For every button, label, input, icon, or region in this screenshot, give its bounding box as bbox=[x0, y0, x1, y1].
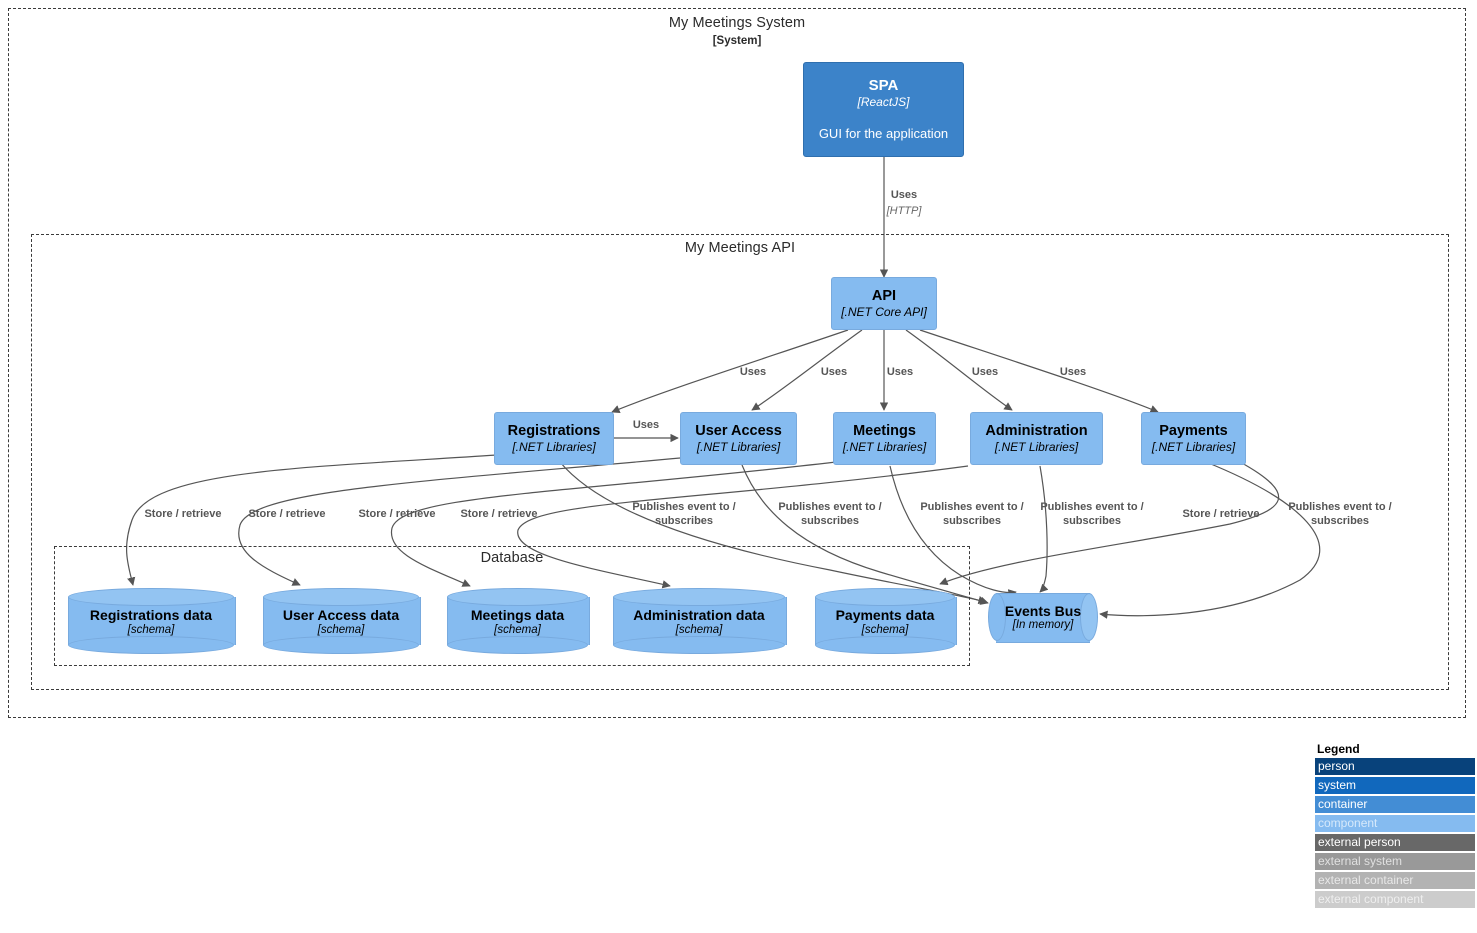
legend-row-external-system: external system bbox=[1315, 853, 1475, 870]
node-registrations-tech: [.NET Libraries] bbox=[512, 439, 596, 454]
node-user-access-data-name: User Access data bbox=[282, 606, 400, 623]
node-administration-name: Administration bbox=[985, 422, 1088, 439]
boundary-title-system: My Meetings System bbox=[668, 15, 806, 31]
node-meetings-data-name: Meetings data bbox=[470, 606, 565, 623]
node-administration[interactable]: Administration [.NET Libraries] bbox=[970, 412, 1103, 465]
db-label: Meetings data [schema] bbox=[447, 588, 588, 654]
boundary-my-meetings-system: My Meetings System [System] bbox=[8, 8, 1466, 718]
node-api[interactable]: API [.NET Core API] bbox=[831, 277, 937, 330]
legend-row-person: person bbox=[1315, 758, 1475, 775]
db-bottom-ellipse bbox=[263, 636, 419, 654]
boundary-title-api: My Meetings API bbox=[684, 240, 796, 256]
legend-row-label: container bbox=[1318, 797, 1368, 811]
db-top-ellipse bbox=[68, 588, 234, 606]
legend-row-label: external container bbox=[1318, 873, 1414, 887]
node-administration-data-name: Administration data bbox=[633, 606, 765, 623]
queue-body bbox=[996, 593, 1090, 643]
node-user-access[interactable]: User Access [.NET Libraries] bbox=[680, 412, 797, 465]
node-spa-tech: [ReactJS] bbox=[857, 95, 910, 110]
queue-left-cap bbox=[988, 593, 1006, 641]
legend-row-label: external system bbox=[1318, 854, 1403, 868]
node-events-bus[interactable]: Events Bus [In memory] bbox=[988, 593, 1098, 643]
node-payments-name: Payments bbox=[1159, 422, 1228, 439]
node-user-access-data[interactable]: User Access data [schema] bbox=[263, 588, 421, 654]
node-user-access-data-tech: [schema] bbox=[317, 623, 365, 636]
boundary-my-meetings-api: My Meetings API bbox=[31, 234, 1449, 690]
legend-title: Legend bbox=[1317, 742, 1360, 756]
node-events-bus-tech: [In memory] bbox=[1012, 619, 1074, 631]
db-top-ellipse bbox=[263, 588, 419, 606]
db-top-ellipse bbox=[815, 588, 955, 606]
node-user-access-tech: [.NET Libraries] bbox=[696, 439, 781, 454]
legend-rows: person system container component external p… bbox=[1315, 758, 1475, 908]
legend-row-external-container: external container bbox=[1315, 872, 1475, 889]
node-meetings-tech: [.NET Libraries] bbox=[842, 439, 927, 454]
node-payments[interactable]: Payments [.NET Libraries] bbox=[1141, 412, 1246, 465]
legend-row-container: container bbox=[1315, 796, 1475, 813]
db-top-ellipse bbox=[613, 588, 785, 606]
legend-row-label: component bbox=[1318, 816, 1378, 830]
legend-row-external-person: external person bbox=[1315, 834, 1475, 851]
node-events-bus-name: Events Bus bbox=[1004, 603, 1082, 619]
node-administration-data[interactable]: Administration data [schema] bbox=[613, 588, 787, 654]
db-label: Payments data [schema] bbox=[815, 588, 955, 654]
node-spa-description: GUI for the application bbox=[818, 125, 949, 141]
node-administration-data-tech: [schema] bbox=[675, 623, 723, 636]
boundary-subtitle-system: [System] bbox=[712, 35, 762, 47]
legend-row-system: system bbox=[1315, 777, 1475, 794]
node-payments-data[interactable]: Payments data [schema] bbox=[815, 588, 957, 654]
queue-label: Events Bus [In memory] bbox=[988, 593, 1098, 641]
node-meetings-name: Meetings bbox=[853, 422, 916, 439]
legend-row-label: external component bbox=[1318, 892, 1424, 906]
node-api-tech: [.NET Core API] bbox=[841, 304, 927, 319]
boundary-title-database: Database bbox=[480, 550, 544, 566]
node-administration-tech: [.NET Libraries] bbox=[994, 439, 1079, 454]
db-bottom-ellipse bbox=[447, 636, 588, 654]
node-meetings-data-tech: [schema] bbox=[494, 623, 541, 636]
node-spa-name: SPA bbox=[868, 77, 899, 95]
db-top-ellipse bbox=[447, 588, 588, 606]
legend: Legend person system container component ext… bbox=[1315, 742, 1475, 910]
legend-row-external-component: external component bbox=[1315, 891, 1475, 908]
db-bottom-ellipse bbox=[613, 636, 785, 654]
db-bottom-ellipse bbox=[68, 636, 234, 654]
node-payments-tech: [.NET Libraries] bbox=[1151, 439, 1236, 454]
legend-row-label: system bbox=[1318, 778, 1357, 792]
db-label: Administration data [schema] bbox=[613, 588, 785, 654]
legend-row-label: external person bbox=[1318, 835, 1401, 849]
node-registrations[interactable]: Registrations [.NET Libraries] bbox=[494, 412, 614, 465]
db-label: User Access data [schema] bbox=[263, 588, 419, 654]
node-registrations-data[interactable]: Registrations data [schema] bbox=[68, 588, 236, 654]
queue-right-cap bbox=[1080, 593, 1098, 641]
legend-row-label: person bbox=[1318, 759, 1355, 773]
node-payments-data-name: Payments data bbox=[835, 606, 935, 623]
node-user-access-name: User Access bbox=[695, 422, 782, 439]
node-spa[interactable]: SPA [ReactJS] GUI for the application bbox=[803, 62, 964, 157]
node-registrations-data-name: Registrations data bbox=[89, 606, 213, 623]
node-api-name: API bbox=[871, 287, 897, 304]
legend-row-component: component bbox=[1315, 815, 1475, 832]
node-registrations-data-tech: [schema] bbox=[127, 623, 175, 636]
boundary-database: Database bbox=[54, 546, 970, 666]
node-meetings[interactable]: Meetings [.NET Libraries] bbox=[833, 412, 936, 465]
node-registrations-name: Registrations bbox=[507, 422, 601, 439]
node-meetings-data[interactable]: Meetings data [schema] bbox=[447, 588, 590, 654]
db-label: Registrations data [schema] bbox=[68, 588, 234, 654]
db-bottom-ellipse bbox=[815, 636, 955, 654]
node-payments-data-tech: [schema] bbox=[861, 623, 909, 636]
